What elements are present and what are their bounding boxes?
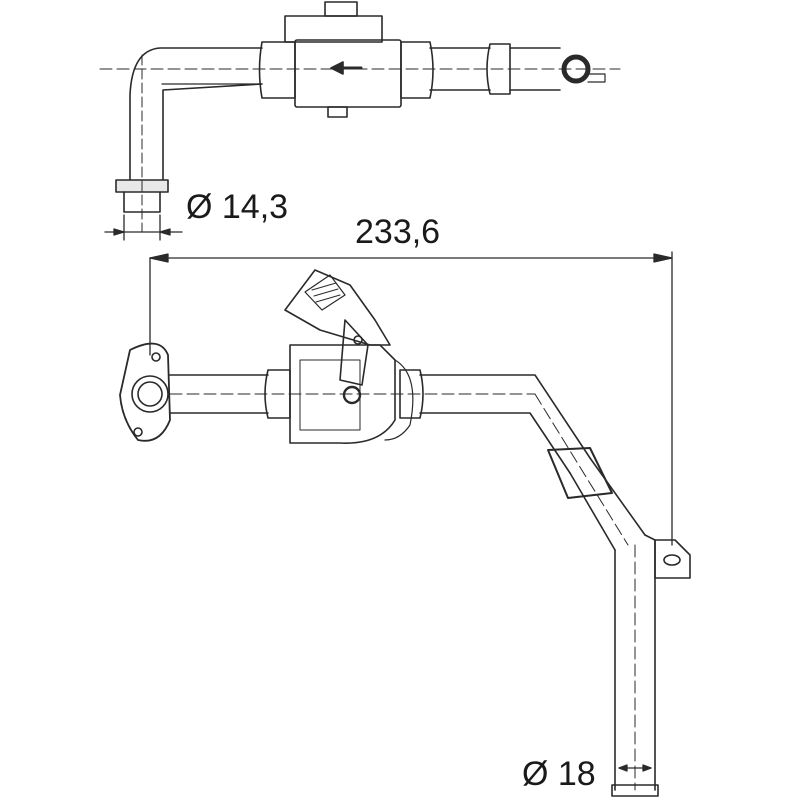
diameter-18-dimension xyxy=(618,764,652,772)
overall-width-label: 233,6 xyxy=(355,213,441,251)
diameter-14-3-dimension xyxy=(104,214,183,241)
flow-arrow-icon xyxy=(330,61,363,75)
diameter-18-label: Ø 18 xyxy=(522,755,596,793)
top-view xyxy=(99,1,621,233)
diameter-14-3-label: Ø 14,3 xyxy=(186,188,289,226)
overall-width-dimension xyxy=(149,251,673,546)
front-view xyxy=(119,269,691,797)
